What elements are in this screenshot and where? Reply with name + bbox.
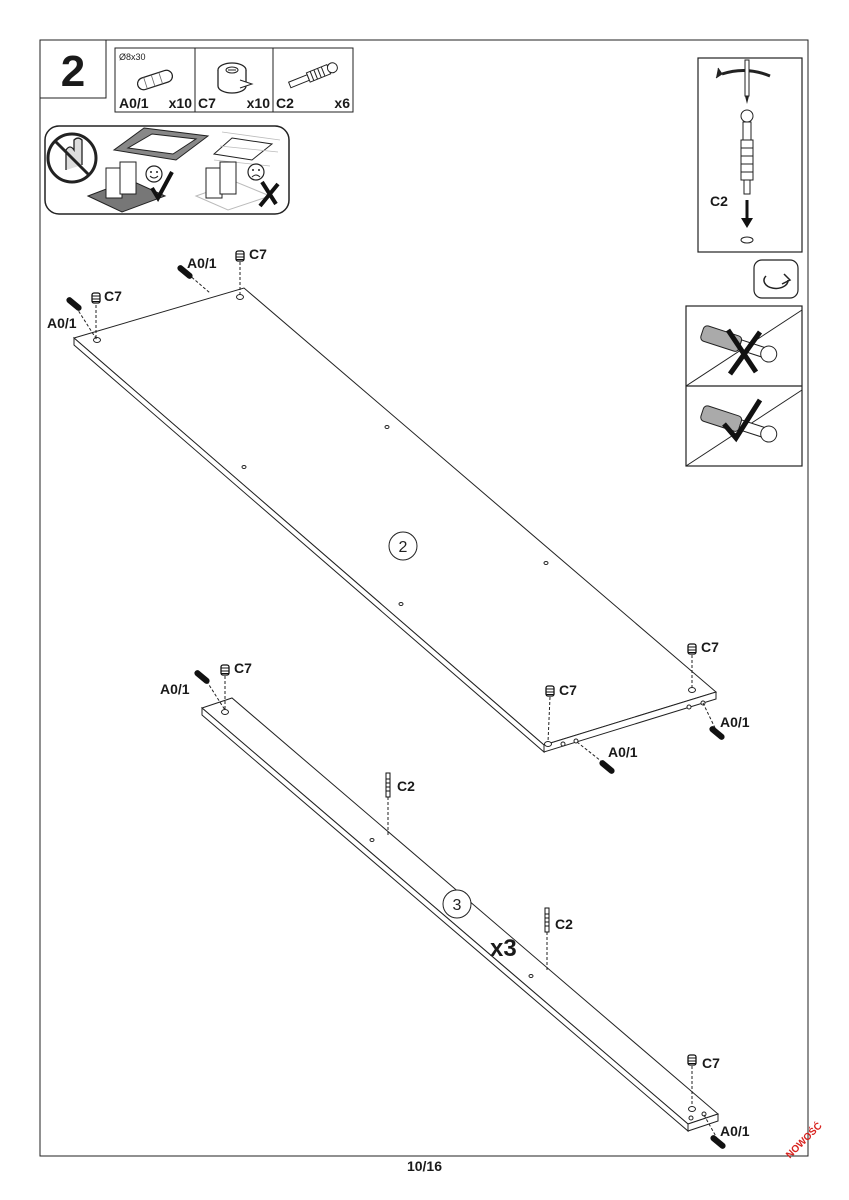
- cam-lock-icon: [220, 664, 230, 676]
- cam-bolt-part-icon: [287, 62, 338, 89]
- cam-lock-icon: [687, 643, 697, 655]
- dowel-part-icon: [136, 69, 174, 91]
- screw-direction-icon: [740, 109, 754, 244]
- step-number: 2: [61, 47, 85, 96]
- page-number: 10/16: [406, 1158, 443, 1174]
- cam-bolt-icon: [544, 907, 550, 933]
- panel-2: 2: [72, 287, 718, 754]
- label-cam-lock: C7: [249, 246, 267, 262]
- cam-lock-icon: [91, 292, 101, 304]
- panel-3-number: 3: [453, 897, 462, 914]
- label-dowel: A0/1: [160, 681, 190, 697]
- label-cam-lock: C7: [702, 1055, 720, 1071]
- label-cam-lock: C7: [559, 682, 577, 698]
- part-dowel: Ø8x30 A0/1 x10: [119, 52, 192, 111]
- part-cam-bolt: C2 x6: [276, 62, 350, 111]
- cam-bolt-icon: [385, 772, 391, 798]
- part-cam-lock: C7 x10: [198, 62, 271, 111]
- dowel-icon: [65, 295, 83, 313]
- label-dowel: A0/1: [720, 714, 750, 730]
- correct-orientation-icon: [685, 389, 803, 467]
- parts-list: Ø8x30 A0/1 x10 C7 x10: [114, 47, 354, 113]
- dowel-icon: [598, 758, 616, 776]
- label-cam-lock: C7: [234, 660, 252, 676]
- rotate-screwdriver-icon: [715, 59, 771, 104]
- part-cam-lock-code: C7: [198, 95, 216, 111]
- screw-panel-label: C2: [710, 193, 728, 209]
- panel-3: 3 x3: [201, 697, 719, 1133]
- dowel-icon: [193, 668, 211, 686]
- cam-lock-part-icon: [217, 62, 254, 94]
- label-cam-bolt: C2: [397, 778, 415, 794]
- label-dowel: A0/1: [47, 315, 77, 331]
- step-number-box: 2: [39, 39, 107, 99]
- label-cam-lock: C7: [701, 639, 719, 655]
- label-dowel: A0/1: [720, 1123, 750, 1139]
- no-hands-icon: [46, 132, 98, 184]
- panel-3-multiplier: x3: [490, 935, 517, 962]
- panel-2-number: 2: [399, 539, 408, 556]
- label-cam-lock: C7: [104, 288, 122, 304]
- callout-labels: A0/1 C7 A0/1 C7 C7 A0/1 C7 A0/1 A0/1 C7 …: [47, 246, 750, 1139]
- good-surface-icon: [86, 127, 210, 213]
- wrong-orientation-icon: [685, 309, 803, 387]
- part-dowel-size: Ø8x30: [119, 52, 146, 62]
- part-dowel-code: A0/1: [119, 95, 149, 111]
- label-dowel: A0/1: [608, 744, 638, 760]
- label-cam-bolt: C2: [555, 916, 573, 932]
- part-dowel-qty: x10: [169, 95, 193, 111]
- page-frame: [39, 39, 809, 1157]
- part-cam-bolt-code: C2: [276, 95, 294, 111]
- surface-warning-panel: [44, 125, 290, 215]
- part-cam-lock-qty: x10: [247, 95, 271, 111]
- part-cam-bolt-qty: x6: [334, 95, 350, 111]
- bad-surface-icon: [194, 131, 281, 211]
- label-dowel: A0/1: [187, 255, 217, 271]
- cam-lock-icon: [235, 250, 245, 262]
- cam-lock-icon: [687, 1054, 697, 1066]
- screw-direction-panel: C2: [697, 57, 803, 253]
- cam-lock-icon: [545, 685, 555, 697]
- orientation-panel: [685, 305, 803, 467]
- rotate-icon: [753, 259, 799, 299]
